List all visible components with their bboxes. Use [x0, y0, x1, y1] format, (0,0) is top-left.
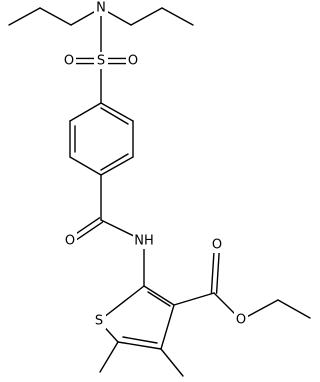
atom-o-ester-ether: O: [234, 311, 248, 328]
bond-c2-s: [98, 285, 145, 322]
atom-label-s-sulfonyl: S: [97, 54, 105, 69]
bond-c4-c3: [160, 304, 175, 350]
atom-label-o-sulfonyl-left: O: [64, 54, 74, 69]
bond-ring-1: [69, 102, 102, 122]
bond-c3-c2: [143, 285, 175, 306]
atom-label-s-thiophene: S: [95, 314, 103, 329]
bond-ring-3: [69, 156, 102, 176]
bond-thiophene-inner-c4c5: [122, 336, 158, 344]
bond-ring-4: [100, 156, 134, 176]
atom-label-o-ester-carbonyl: O: [212, 238, 222, 253]
atom-o-amide: O: [63, 232, 77, 249]
bond-propyl-right-3: [161, 7, 194, 26]
bond-c5-methyl: [99, 341, 119, 373]
atom-label-nh-amide: NH: [134, 234, 154, 249]
atom-nh-amide: NH: [133, 232, 155, 249]
bond-thiophene-inner-c2c3: [147, 291, 171, 307]
atom-s-thiophene: S: [92, 312, 106, 329]
bond-ethyl: [277, 299, 311, 319]
atom-o-sulfonyl-right: O: [126, 52, 140, 69]
atom-s-sulfonyl: S: [94, 52, 108, 69]
atom-label-o-ester-ether: O: [236, 313, 246, 328]
bond-propyl-right-2: [130, 7, 163, 26]
bond-propyl-left-2: [39, 7, 72, 26]
atom-n-amine: N: [94, 0, 108, 16]
bond-layer: [8, 7, 311, 377]
bond-c4-methyl: [160, 348, 184, 377]
bond-c5-c4: [117, 341, 162, 350]
chemical-structure: N S O O O NH S O: [8, 0, 311, 377]
bond-propyl-left-3: [8, 7, 41, 26]
atom-label-o-amide: O: [65, 234, 75, 249]
bond-c3-ester: [173, 292, 215, 306]
atom-o-sulfonyl-left: O: [62, 52, 76, 69]
atom-label-o-sulfonyl-right: O: [128, 54, 138, 69]
atom-o-ester-carbonyl: O: [210, 236, 224, 253]
bond-ring-inner-3: [100, 107, 129, 125]
bond-ring-inner-2: [100, 153, 129, 171]
atom-label-layer: N S O O O NH S O: [62, 0, 248, 329]
bond-ring-6: [100, 102, 134, 122]
atom-label-n-amine: N: [96, 1, 106, 16]
bond-ester-carbonyl-o-a: [215, 244, 221, 294]
